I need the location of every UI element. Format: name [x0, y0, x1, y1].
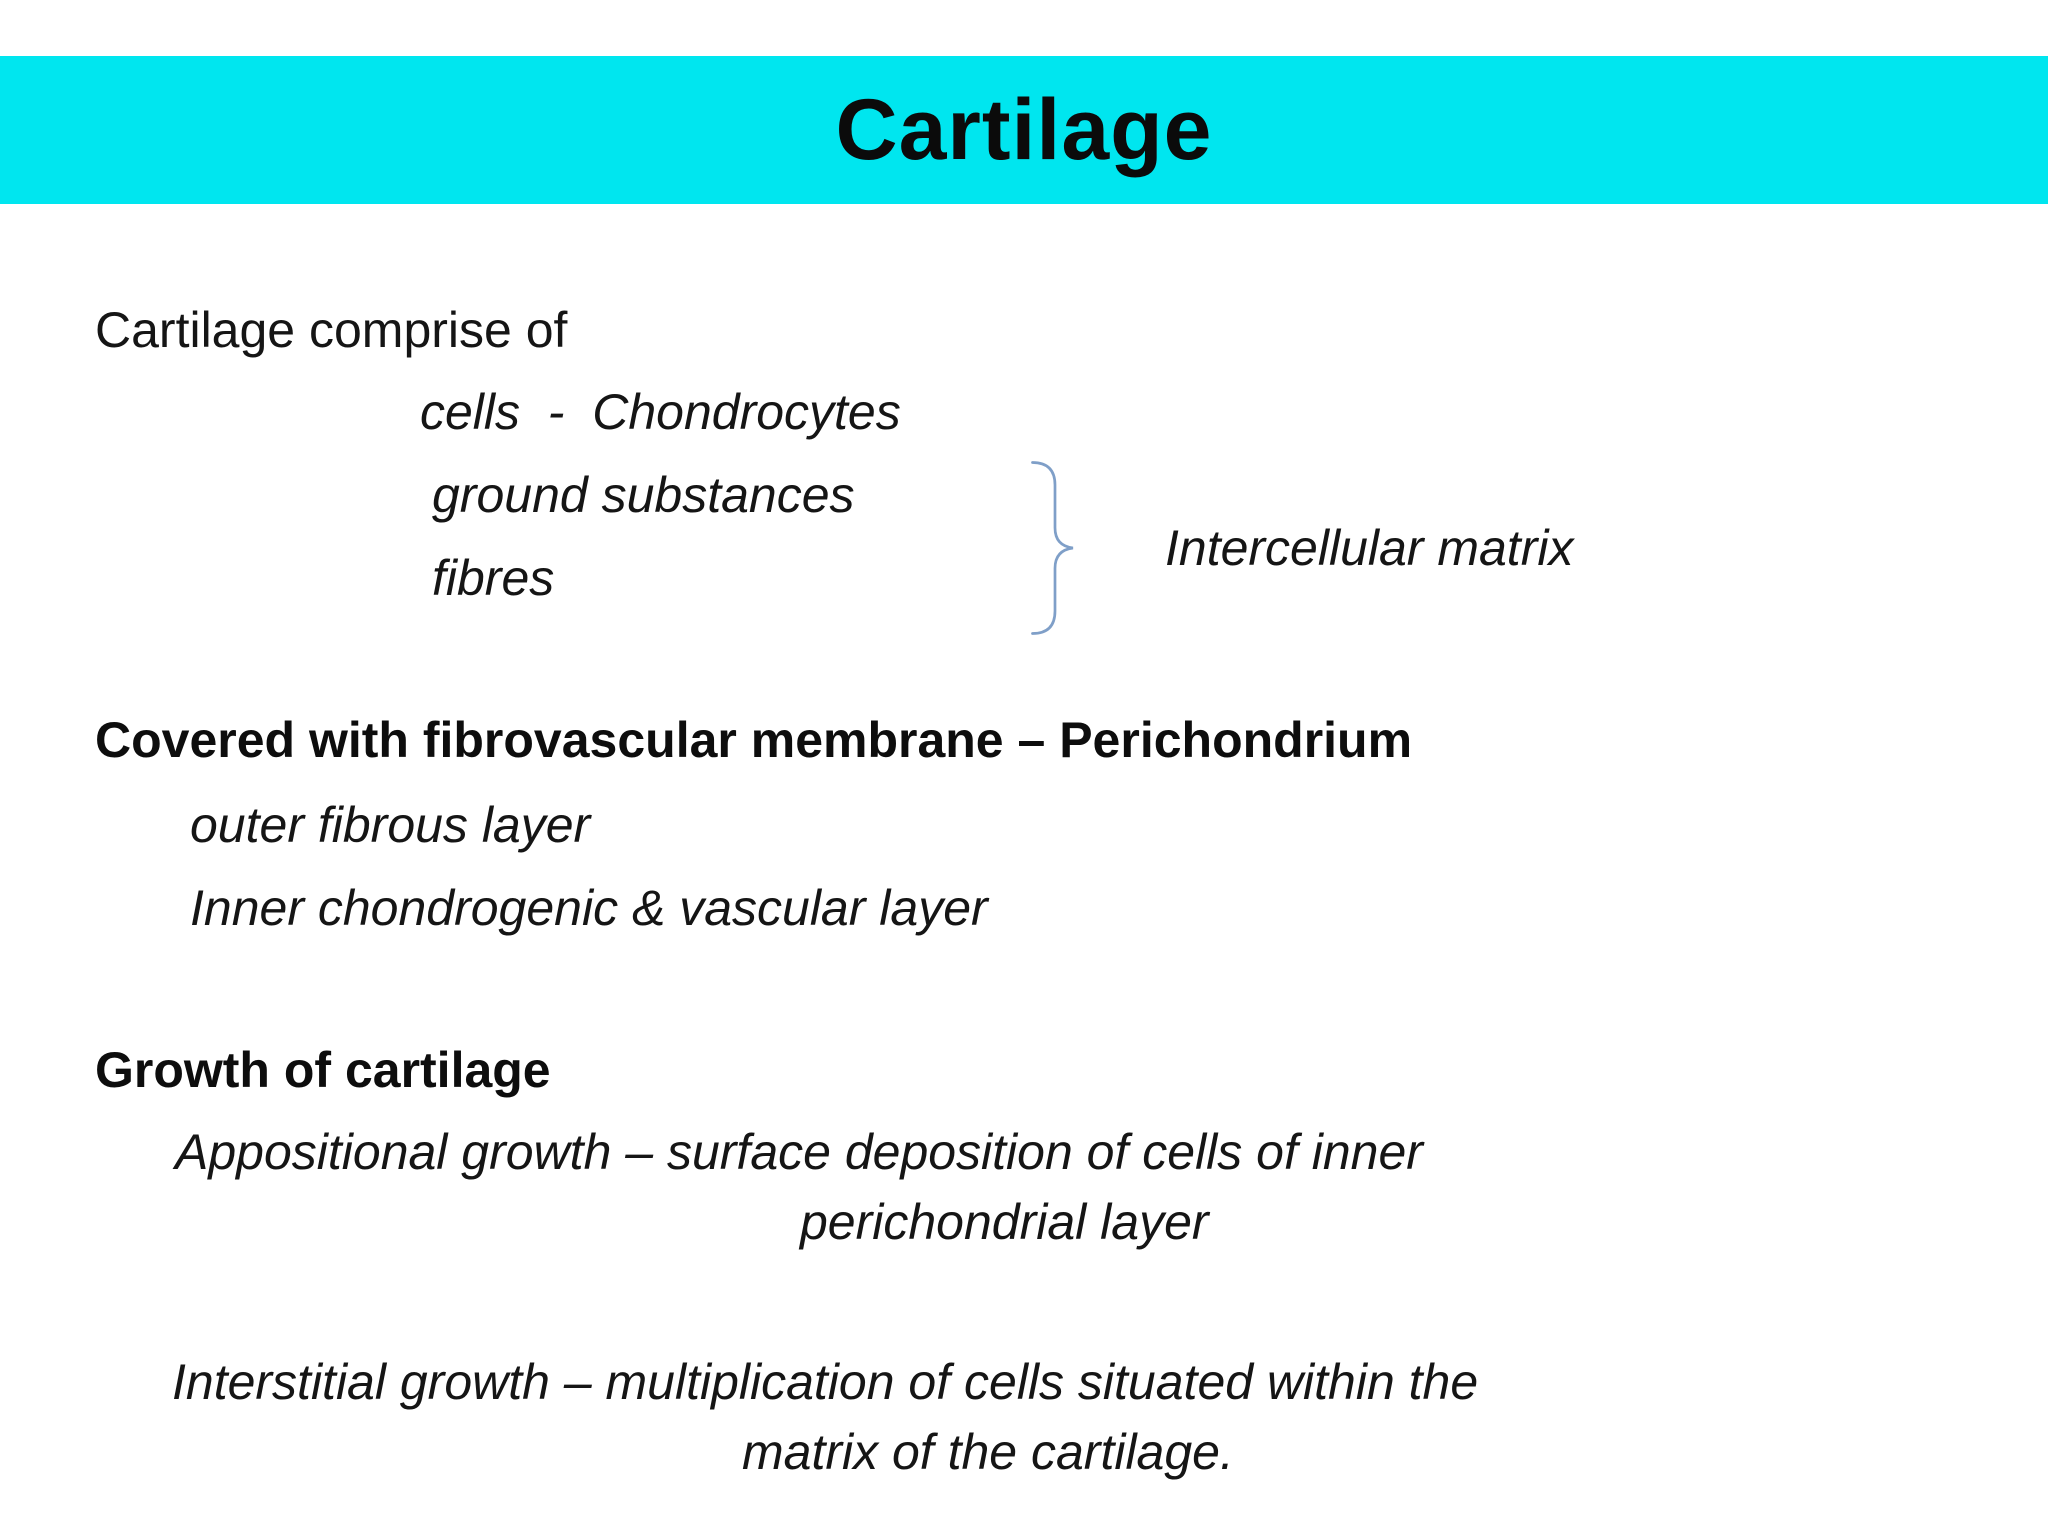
- interstitial-growth-line1: Interstitial growth – multiplication of …: [172, 1354, 1479, 1410]
- interstitial-growth-line2: matrix of the cartilage.: [742, 1424, 1234, 1480]
- slide-title: Cartilage: [835, 81, 1213, 178]
- growth-heading: Growth of cartilage: [95, 1042, 551, 1098]
- outer-fibrous-layer-line: outer fibrous layer: [190, 797, 591, 853]
- intro-line: Cartilage comprise of: [95, 302, 568, 358]
- title-banner: Cartilage: [0, 56, 2048, 204]
- perichondrium-heading: Covered with fibrovascular membrane – Pe…: [95, 712, 1413, 768]
- list-item-cells: cells - Chondrocytes: [420, 384, 901, 440]
- list-item-fibres: fibres: [432, 550, 555, 606]
- appositional-growth-line1: Appositional growth – surface deposition…: [175, 1124, 1423, 1180]
- inner-chondrogenic-line: Inner chondrogenic & vascular layer: [190, 880, 988, 936]
- intercellular-matrix-label: Intercellular matrix: [1165, 520, 1574, 576]
- appositional-growth-line2: perichondrial layer: [800, 1194, 1209, 1250]
- curly-brace-icon: [1005, 458, 1105, 638]
- list-item-ground-substances: ground substances: [432, 467, 855, 523]
